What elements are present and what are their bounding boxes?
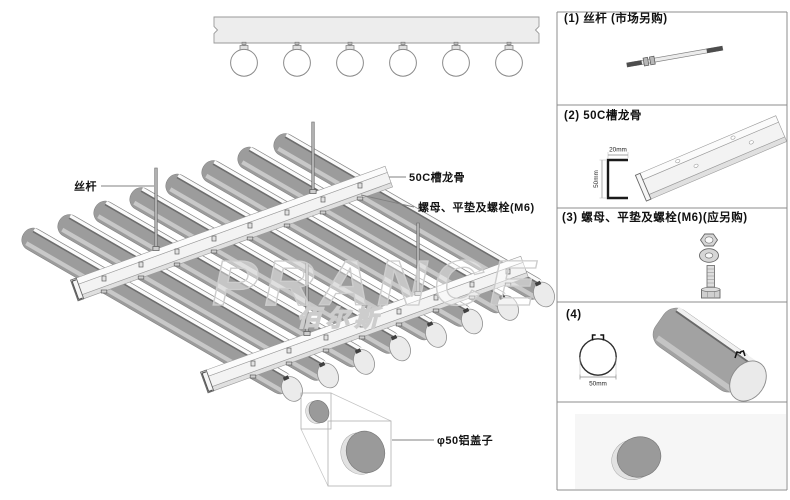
keel-bolt [137, 261, 145, 280]
keel-bolt [504, 268, 512, 287]
label-end-cap: φ50铝盖子 [437, 433, 493, 447]
cap-part [611, 436, 662, 480]
tube-end-face [425, 321, 447, 348]
label-fastener: 螺母、平垫及螺栓(M6) [418, 200, 535, 214]
c-profile [606, 158, 628, 200]
threaded-rod [414, 222, 422, 296]
dim-keel-height: 50mm [593, 170, 600, 188]
tube-end-face [497, 294, 519, 321]
keel-bolt [173, 248, 181, 267]
hanger-clip [495, 41, 523, 77]
keel-bolt [246, 222, 254, 241]
keel-part [634, 115, 788, 202]
nut-part [699, 233, 719, 247]
label-threaded-rod: 丝杆 [74, 179, 97, 193]
keel-bolt [356, 182, 364, 201]
keel-bolt [322, 334, 330, 353]
panel-item-1-title: (1) 丝杆 (市场另购) [564, 11, 668, 25]
keel-bolt [283, 209, 291, 228]
threaded-rods [152, 121, 422, 336]
tube-slot [591, 334, 605, 341]
hanger-clip [336, 41, 364, 77]
keel-bolt [285, 347, 293, 366]
threaded-rod [152, 167, 160, 251]
tube-end-face [389, 334, 411, 362]
panel-item-1: (1) 丝杆 (市场另购) [564, 11, 724, 68]
panel-item-2-title: (2) 50C槽龙骨 [564, 108, 642, 122]
round-tube-array [21, 133, 555, 402]
bolt-part [701, 265, 721, 299]
enlarged-cap [340, 430, 386, 475]
label-keel: 50C槽龙骨 [409, 170, 465, 184]
watermark: PRANCE 佰尔斯 [211, 246, 542, 331]
panel-item-3: (3) 螺母、平垫及螺栓(M6)(应另购) [562, 210, 748, 299]
tube-end-face [353, 348, 375, 375]
detached-cap [305, 399, 330, 424]
callout-box-large [327, 420, 392, 487]
hanger-clip [283, 41, 311, 77]
keel-bolt [100, 275, 108, 294]
threaded-rod [303, 262, 311, 336]
watermark-brand-cjk: 佰尔斯 [297, 305, 383, 331]
panel-item-4-title: (4) [566, 309, 582, 321]
parts-panel: (1) 丝杆 (市场另购) (2) 50C槽龙骨 20mm 50mm [556, 11, 788, 491]
watermark-brand: PRANCE [212, 247, 542, 319]
hanger-clip [442, 41, 470, 77]
washer-part [699, 248, 719, 263]
keel-bolt [319, 196, 327, 215]
dim-tube-diameter: 50mm [589, 381, 607, 388]
threaded-rod-part [626, 45, 724, 68]
threaded-rod [309, 121, 317, 194]
tube-end-face [281, 375, 303, 402]
annotations: 丝杆 50C槽龙骨 螺母、平垫及螺栓(M6) φ50铝盖子 [74, 170, 535, 447]
hanger-clip [230, 41, 258, 77]
panel-item-2: (2) 50C槽龙骨 20mm 50mm [564, 108, 788, 202]
keel-bolt [210, 235, 218, 254]
hanger-clip [389, 41, 417, 77]
ceiling-section-view [213, 16, 540, 77]
keel-bolt [358, 321, 366, 340]
panel-item-4: (4) 50mm [566, 306, 767, 402]
keel-side-band [213, 16, 540, 44]
panel-item-5 [575, 414, 786, 489]
keel-bolt [395, 308, 403, 327]
tube-end-face [461, 307, 483, 335]
tube-cross-section [579, 338, 617, 376]
tube-end-face [533, 280, 555, 308]
keel-1 [69, 165, 393, 302]
cap-callout [300, 392, 392, 487]
tube-part [652, 306, 767, 402]
keel-bolt [432, 294, 440, 313]
dim-keel-width: 20mm [609, 147, 627, 154]
keel-bolt [468, 281, 476, 300]
keel-bolt [249, 360, 257, 379]
panel-item-3-title: (3) 螺母、平垫及螺栓(M6)(应另购) [562, 210, 748, 224]
tube-end-face [317, 361, 339, 389]
callout-box-small [300, 392, 332, 430]
keel-2 [199, 255, 529, 394]
